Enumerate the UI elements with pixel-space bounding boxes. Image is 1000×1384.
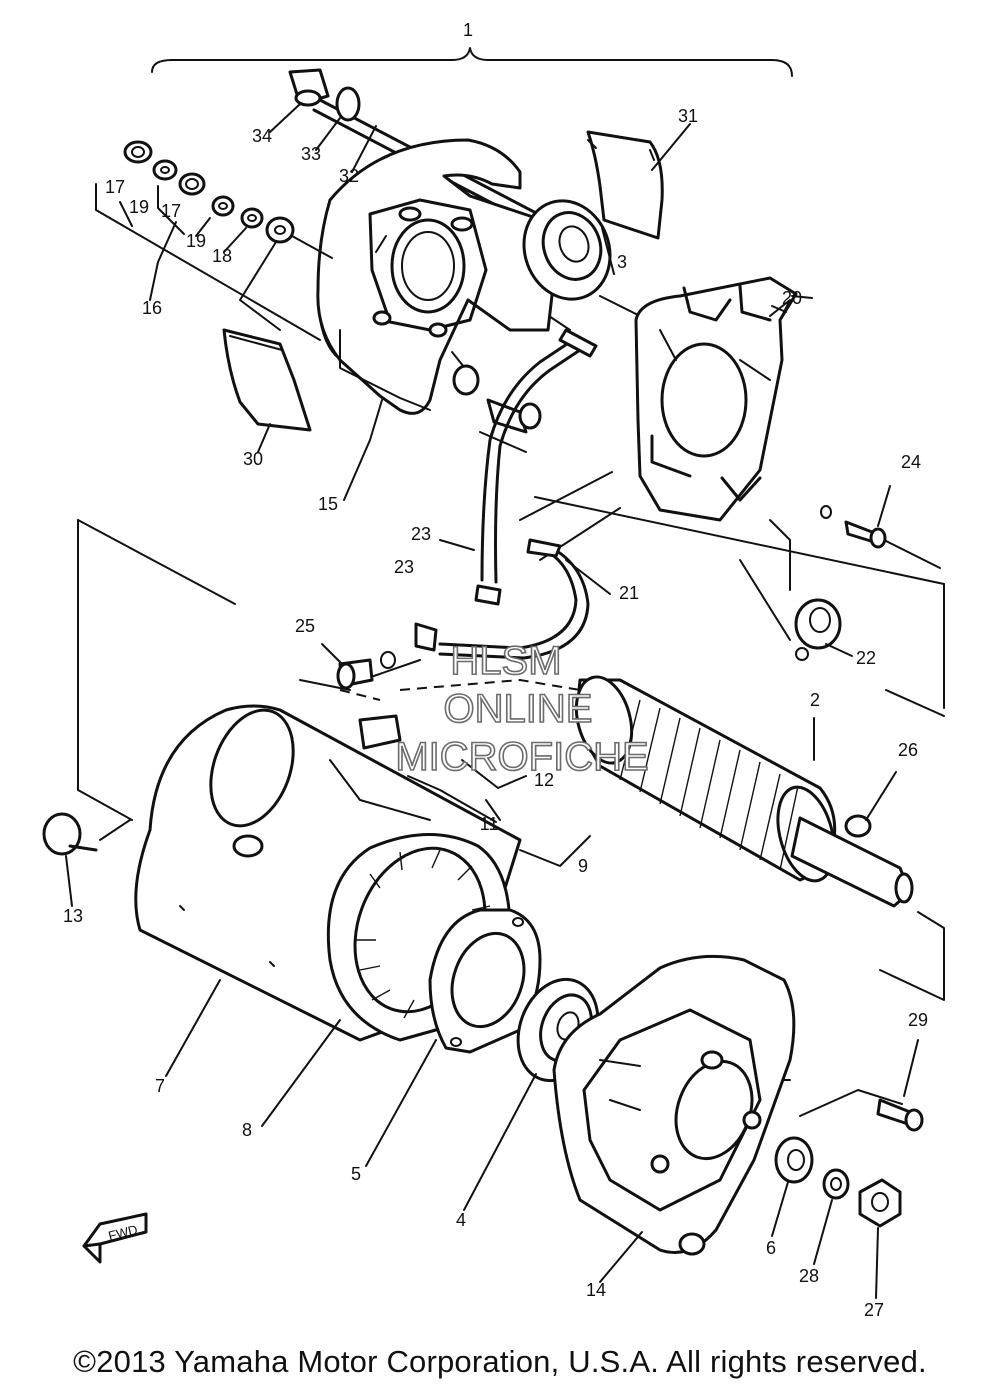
callout-7: 7	[155, 1076, 165, 1096]
callout-23: 23	[411, 524, 431, 544]
callout-34: 34	[252, 126, 272, 146]
callout-25: 25	[295, 616, 315, 636]
washer-18	[240, 207, 264, 229]
callout-17: 17	[161, 201, 181, 221]
callout-30: 30	[243, 449, 263, 469]
callout-19: 19	[186, 231, 206, 251]
callout-4: 4	[456, 1210, 466, 1230]
spring-22	[794, 598, 853, 661]
screw-24	[820, 485, 891, 549]
screw-25	[321, 643, 396, 690]
callout-33: 33	[301, 144, 321, 164]
callout-18: 18	[212, 246, 232, 266]
callout-9: 9	[578, 856, 588, 876]
callout-13: 13	[63, 906, 83, 926]
front-cover-14	[552, 954, 796, 1283]
callout-21: 21	[619, 583, 639, 603]
brush-30	[222, 328, 312, 453]
cap-13	[42, 812, 98, 907]
lead-wire-21	[414, 538, 611, 660]
forward-direction-arrow-icon: FWD	[82, 1212, 148, 1264]
nut-stack-leaders	[95, 183, 333, 341]
nut-27	[858, 1178, 902, 1299]
bearing-3	[522, 199, 615, 301]
callout-22: 22	[856, 648, 876, 668]
callout-3: 3	[617, 252, 627, 272]
watermark-line: HLSM	[450, 639, 561, 683]
watermark-line: ONLINE	[444, 687, 593, 731]
callout-5: 5	[351, 1164, 361, 1184]
fwd-label: FWD	[107, 1222, 139, 1244]
callout-27: 27	[864, 1300, 884, 1320]
end-cover-15	[316, 138, 562, 501]
washer-19-upper	[152, 159, 178, 181]
callout-17: 17	[105, 177, 125, 197]
callout-32: 32	[339, 166, 359, 186]
insulator-16	[265, 216, 295, 244]
callout-23: 23	[394, 557, 414, 577]
brush-holder-20	[634, 276, 813, 522]
callout-31: 31	[678, 106, 698, 126]
callout-19: 19	[129, 197, 149, 217]
brush-set-12	[358, 714, 527, 821]
callout-11: 11	[480, 814, 499, 834]
copyright-notice: ©2013 Yamaha Motor Corporation, U.S.A. A…	[73, 1344, 927, 1379]
gasket-5	[365, 908, 542, 1167]
washer-26	[844, 771, 897, 838]
armature-2	[574, 675, 914, 908]
brush-31	[586, 123, 691, 240]
lead-wire-23	[439, 328, 598, 606]
callout-8: 8	[242, 1120, 252, 1140]
washer-19-lower	[211, 195, 235, 217]
nut-17-lower	[178, 172, 206, 196]
watermark-line: MICROFICHE	[395, 735, 648, 779]
callout-28: 28	[799, 1266, 819, 1286]
screw-29	[876, 1039, 924, 1132]
callout-29: 29	[908, 1010, 928, 1030]
assembly-bracket	[151, 47, 793, 77]
washer-28	[813, 1168, 850, 1265]
washer-6	[771, 1136, 814, 1237]
callout-15: 15	[318, 494, 338, 514]
callout-16: 16	[142, 298, 162, 318]
nut-17-upper	[123, 140, 153, 164]
callout-6: 6	[766, 1238, 776, 1258]
insulator-bolt-set	[452, 364, 542, 434]
callout-12: 12	[534, 770, 554, 790]
callout-20: 20	[782, 288, 802, 308]
callout-26: 26	[898, 740, 918, 760]
callout-1: 1	[463, 20, 473, 40]
callout-24: 24	[901, 452, 921, 472]
callout-14: 14	[586, 1280, 606, 1300]
callout-2: 2	[810, 690, 820, 710]
